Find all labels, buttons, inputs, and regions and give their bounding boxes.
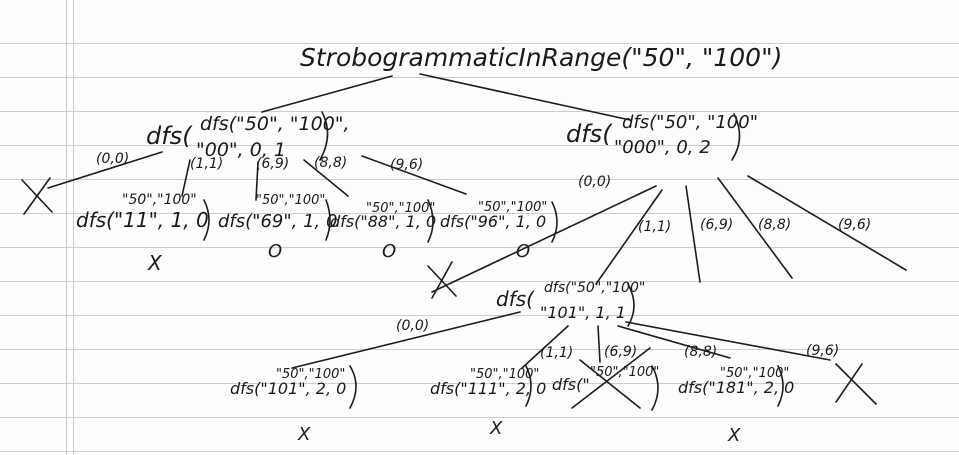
left-child-88-close-paren [427, 199, 434, 243]
edge-mid-00 [291, 311, 521, 369]
left-child-88-args: "50","100" [366, 201, 435, 216]
edge-left-69 [255, 161, 259, 201]
label-right-69: (6,9) [700, 217, 733, 233]
right-call-line1: dfs("50", "100" [622, 112, 758, 133]
bottom-child-crossed-call: dfs(" [552, 375, 590, 394]
bottom-child-101-result: X [297, 424, 311, 445]
bottom-child-181-close-paren [777, 365, 784, 407]
edge-left-96 [361, 155, 467, 195]
label-left-69: (6,9) [256, 156, 289, 172]
left-child-69-call: dfs("69", 1, 0 [218, 211, 337, 232]
left-child-96-args: "50","100" [478, 200, 547, 215]
left-child-88: "50","100" dfs("88", 1, 0 O [330, 199, 436, 262]
bottom-child-101-args: "50","100" [276, 367, 345, 382]
label-mid-96: (9,6) [806, 343, 839, 359]
bottom-child-181-call: dfs("181", 2, 0 [678, 378, 794, 397]
label-right-00: (0,0) [578, 174, 611, 190]
mid-call-line2: "101", 1, 1 [540, 303, 626, 322]
right-call-close-paren [731, 113, 741, 161]
bottom-child-crossed-close-paren [651, 365, 659, 411]
right-dead-end-cross [427, 261, 457, 299]
left-dead-end-cross [21, 177, 53, 215]
left-child-69-result: O [268, 241, 282, 262]
right-call-node: dfs( dfs("50", "100" "000", 0, 2 [566, 112, 758, 161]
bottom-child-111-close-paren [525, 365, 532, 407]
label-mid-88: (8,8) [684, 344, 717, 360]
left-child-96: "50","100" dfs("96", 1, 0 O [440, 200, 558, 262]
left-call-close-paren [319, 111, 329, 161]
left-call-line1: dfs("50", "100", [200, 113, 350, 135]
edge-root-right [419, 73, 631, 121]
bottom-child-111-args: "50","100" [470, 367, 539, 382]
left-child-96-close-paren [551, 201, 558, 243]
bottom-child-crossed-args: "50","100" [590, 365, 659, 380]
label-left-88: (8,8) [314, 155, 347, 171]
right-call-line2: "000", 0, 2 [614, 137, 711, 158]
left-child-96-call: dfs("96", 1, 0 [440, 212, 546, 231]
left-child-11-call: dfs("11", 1, 0 [76, 208, 209, 232]
bottom-child-181-args: "50","100" [720, 366, 789, 381]
edge-right-69 [685, 185, 701, 283]
mid-96-dead-end-cross [835, 363, 877, 405]
mid-node-edges [291, 311, 831, 369]
left-child-88-result: O [382, 241, 396, 262]
label-right-11: (1,1) [638, 219, 671, 235]
edge-right-00 [431, 185, 657, 293]
edge-mid-69 [597, 325, 601, 363]
edge-mid-96 [625, 321, 831, 361]
root-edges [261, 73, 631, 121]
left-child-11-result: X [147, 251, 163, 275]
left-call-name: dfs( [146, 122, 193, 150]
edge-mid-11 [521, 325, 569, 369]
label-mid-69: (6,9) [604, 344, 637, 360]
bottom-child-111-call: dfs("111", 2, 0 [430, 379, 546, 398]
margin-line-right [73, 0, 74, 455]
left-child-11-close-paren [203, 199, 210, 241]
mid-call-name: dfs( [496, 287, 535, 311]
right-call-name: dfs( [566, 120, 613, 148]
edge-right-11 [595, 189, 663, 285]
left-child-11: "50","100" dfs("11", 1, 0 X [76, 192, 210, 275]
bottom-child-strike-1 [571, 347, 651, 409]
root-call: StrobogrammaticInRange("50", "100") [300, 43, 782, 72]
left-child-88-call: dfs("88", 1, 0 [330, 212, 436, 231]
bottom-child-111-result: X [489, 418, 503, 439]
bottom-child-181-result: X [727, 425, 741, 446]
label-right-88: (8,8) [758, 217, 791, 233]
label-left-11: (1,1) [190, 156, 223, 172]
edge-right-88 [717, 177, 793, 279]
label-left-96: (9,6) [390, 157, 423, 173]
edge-left-00 [47, 151, 163, 189]
left-child-69: "50","100" dfs("69", 1, 0 O [218, 193, 337, 262]
bottom-child-101-close-paren [349, 365, 357, 409]
edge-left-88 [303, 159, 349, 197]
left-node-edges [47, 151, 467, 201]
bottom-child-crossed: "50","100" dfs(" [552, 347, 659, 411]
edge-root-left [261, 75, 393, 113]
right-node-edges [431, 175, 907, 293]
left-child-69-close-paren [325, 199, 331, 241]
left-call-line2: "00", 0, 1 [196, 139, 286, 161]
left-child-69-args: "50","100" [256, 193, 325, 208]
left-child-96-result: O [516, 241, 530, 262]
bottom-child-101: "50","100" dfs("101", 2, 0 X [230, 365, 357, 445]
label-left-00: (0,0) [96, 151, 129, 167]
left-call-node: dfs( dfs("50", "100", "00", 0, 1 [146, 111, 350, 161]
edge-right-96 [747, 175, 907, 271]
label-mid-11: (1,1) [540, 345, 573, 361]
left-child-11-args: "50","100" [122, 192, 197, 208]
bottom-child-111: "50","100" dfs("111", 2, 0 X [430, 365, 546, 439]
edge-left-11 [181, 159, 191, 197]
edge-mid-88 [617, 325, 731, 359]
label-right-96: (9,6) [838, 217, 871, 233]
mid-call-line1: dfs("50","100" [544, 280, 645, 296]
bottom-child-181: "50","100" dfs("181", 2, 0 X [678, 365, 794, 446]
mid-call-node: dfs( dfs("50","100" "101", 1, 1 [496, 280, 645, 327]
bottom-child-101-call: dfs("101", 2, 0 [230, 379, 346, 398]
bottom-child-strike-2 [579, 359, 641, 409]
margin-line-left [66, 0, 67, 455]
label-mid-00: (0,0) [396, 318, 429, 334]
